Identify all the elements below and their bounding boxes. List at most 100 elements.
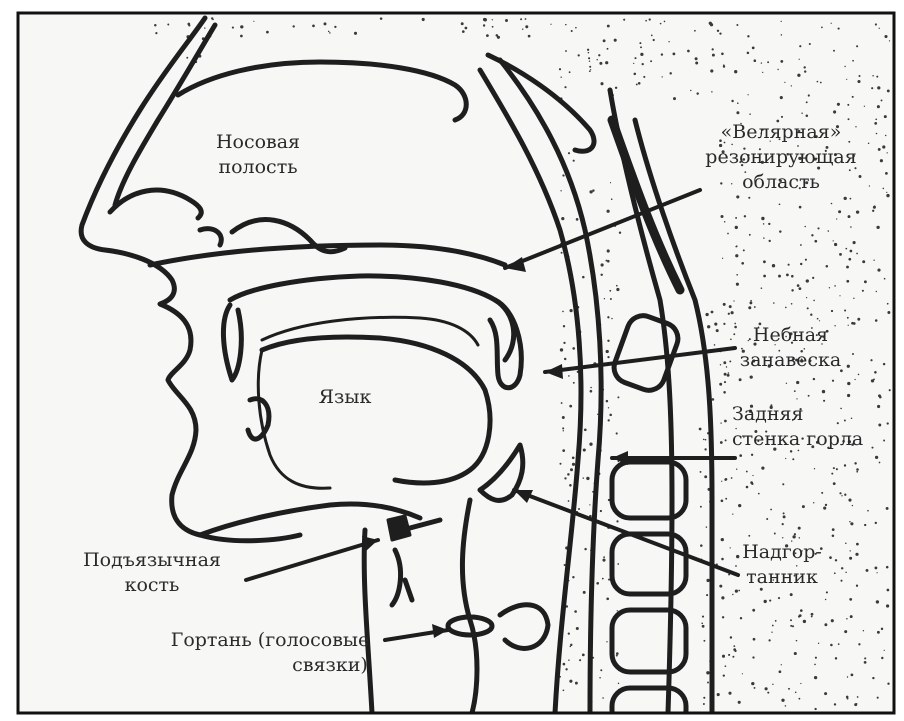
stipple-dot bbox=[232, 27, 234, 29]
stipple-dot bbox=[875, 522, 877, 524]
stipple-dot bbox=[881, 657, 883, 659]
stipple-dot bbox=[721, 53, 724, 56]
stipple-dot bbox=[798, 527, 801, 530]
stipple-dot bbox=[639, 42, 641, 44]
stipple-dot bbox=[710, 23, 713, 26]
stipple-dot bbox=[583, 477, 584, 478]
stipple-dot bbox=[731, 311, 734, 314]
stipple-dot bbox=[824, 623, 827, 626]
stipple-dot bbox=[562, 449, 565, 452]
stipple-dot bbox=[497, 36, 500, 39]
stipple-dot bbox=[668, 41, 669, 42]
stipple-dot bbox=[574, 610, 577, 613]
stipple-dot bbox=[791, 85, 792, 86]
stipple-dot bbox=[847, 382, 850, 385]
stipple-dot bbox=[845, 542, 847, 544]
stipple-dot bbox=[847, 676, 848, 677]
stipple-dot bbox=[712, 54, 715, 57]
stipple-dot bbox=[792, 458, 794, 460]
stipple-dot bbox=[850, 198, 852, 200]
stipple-dot bbox=[600, 82, 603, 85]
stipple-dot bbox=[609, 290, 611, 292]
stipple-dot bbox=[700, 471, 702, 473]
stipple-dot bbox=[561, 217, 564, 220]
stipple-dot bbox=[589, 443, 592, 446]
stipple-dot bbox=[719, 383, 722, 386]
stipple-dot bbox=[747, 52, 750, 55]
stipple-dot bbox=[848, 258, 851, 261]
stipple-dot bbox=[561, 252, 563, 254]
stipple-dot bbox=[853, 241, 856, 244]
stipple-dot bbox=[560, 76, 561, 77]
stipple-dot bbox=[790, 619, 792, 621]
stipple-dot bbox=[565, 668, 567, 670]
stipple-dot bbox=[573, 382, 575, 384]
stipple-dot bbox=[847, 698, 849, 700]
stipple-dot bbox=[832, 535, 835, 538]
stipple-dot bbox=[748, 197, 750, 199]
stipple-dot bbox=[778, 275, 781, 278]
stipple-dot bbox=[590, 69, 591, 70]
stipple-dot bbox=[825, 504, 827, 506]
stipple-dot bbox=[889, 40, 890, 41]
stipple-dot bbox=[850, 522, 853, 525]
stipple-dot bbox=[864, 280, 867, 283]
stipple-dot bbox=[720, 441, 723, 444]
stipple-dot bbox=[832, 528, 835, 531]
stipple-dot bbox=[736, 469, 737, 470]
stipple-dot bbox=[862, 290, 864, 292]
stipple-dot bbox=[814, 240, 817, 243]
stipple-dot bbox=[814, 664, 816, 666]
stipple-dot bbox=[886, 194, 889, 197]
stipple-dot bbox=[761, 217, 764, 220]
stipple-dot bbox=[857, 696, 859, 698]
stipple-dot bbox=[792, 625, 794, 627]
stipple-dot bbox=[877, 631, 880, 634]
stipple-dot bbox=[716, 329, 719, 332]
stipple-dot bbox=[779, 670, 782, 673]
stipple-dot bbox=[187, 23, 190, 26]
stipple-dot bbox=[712, 48, 714, 50]
stipple-dot bbox=[240, 25, 243, 28]
stipple-dot bbox=[619, 232, 621, 234]
stipple-dot bbox=[833, 240, 834, 241]
stipple-dot bbox=[836, 468, 838, 470]
label-velar-region-line3: область bbox=[676, 170, 886, 195]
stipple-dot bbox=[724, 381, 726, 383]
stipple-dot bbox=[799, 206, 802, 209]
stipple-dot bbox=[864, 106, 865, 107]
stipple-dot bbox=[751, 454, 753, 456]
stipple-dot bbox=[823, 507, 826, 510]
stipple-dot bbox=[721, 596, 724, 599]
stipple-dot bbox=[902, 30, 904, 32]
stipple-dot bbox=[725, 498, 727, 500]
stipple-dot bbox=[608, 407, 609, 408]
stipple-dot bbox=[849, 598, 852, 601]
stipple-dot bbox=[729, 305, 732, 308]
stipple-dot bbox=[877, 572, 878, 573]
stipple-dot bbox=[777, 69, 778, 70]
stipple-dot bbox=[623, 19, 625, 21]
stipple-dot bbox=[817, 318, 819, 320]
stipple-dot bbox=[561, 402, 563, 404]
stipple-dot bbox=[846, 280, 849, 283]
stipple-dot bbox=[782, 523, 784, 525]
stipple-dot bbox=[844, 630, 847, 633]
stipple-dot bbox=[587, 49, 589, 51]
stipple-dot bbox=[863, 630, 864, 631]
stipple-dot bbox=[717, 30, 719, 32]
stipple-dot bbox=[735, 217, 737, 219]
stipple-dot bbox=[616, 520, 618, 522]
stipple-dot bbox=[875, 23, 877, 25]
stipple-dot bbox=[752, 656, 754, 658]
stipple-dot bbox=[669, 72, 671, 74]
stipple-dot bbox=[848, 499, 851, 502]
stipple-dot bbox=[819, 320, 820, 321]
stipple-dot bbox=[634, 73, 637, 76]
stipple-dot bbox=[754, 687, 756, 689]
stipple-dot bbox=[889, 389, 891, 391]
stipple-dot bbox=[847, 104, 849, 106]
stipple-dot bbox=[616, 432, 618, 434]
stipple-dot bbox=[763, 275, 766, 278]
stipple-dot bbox=[751, 682, 754, 685]
